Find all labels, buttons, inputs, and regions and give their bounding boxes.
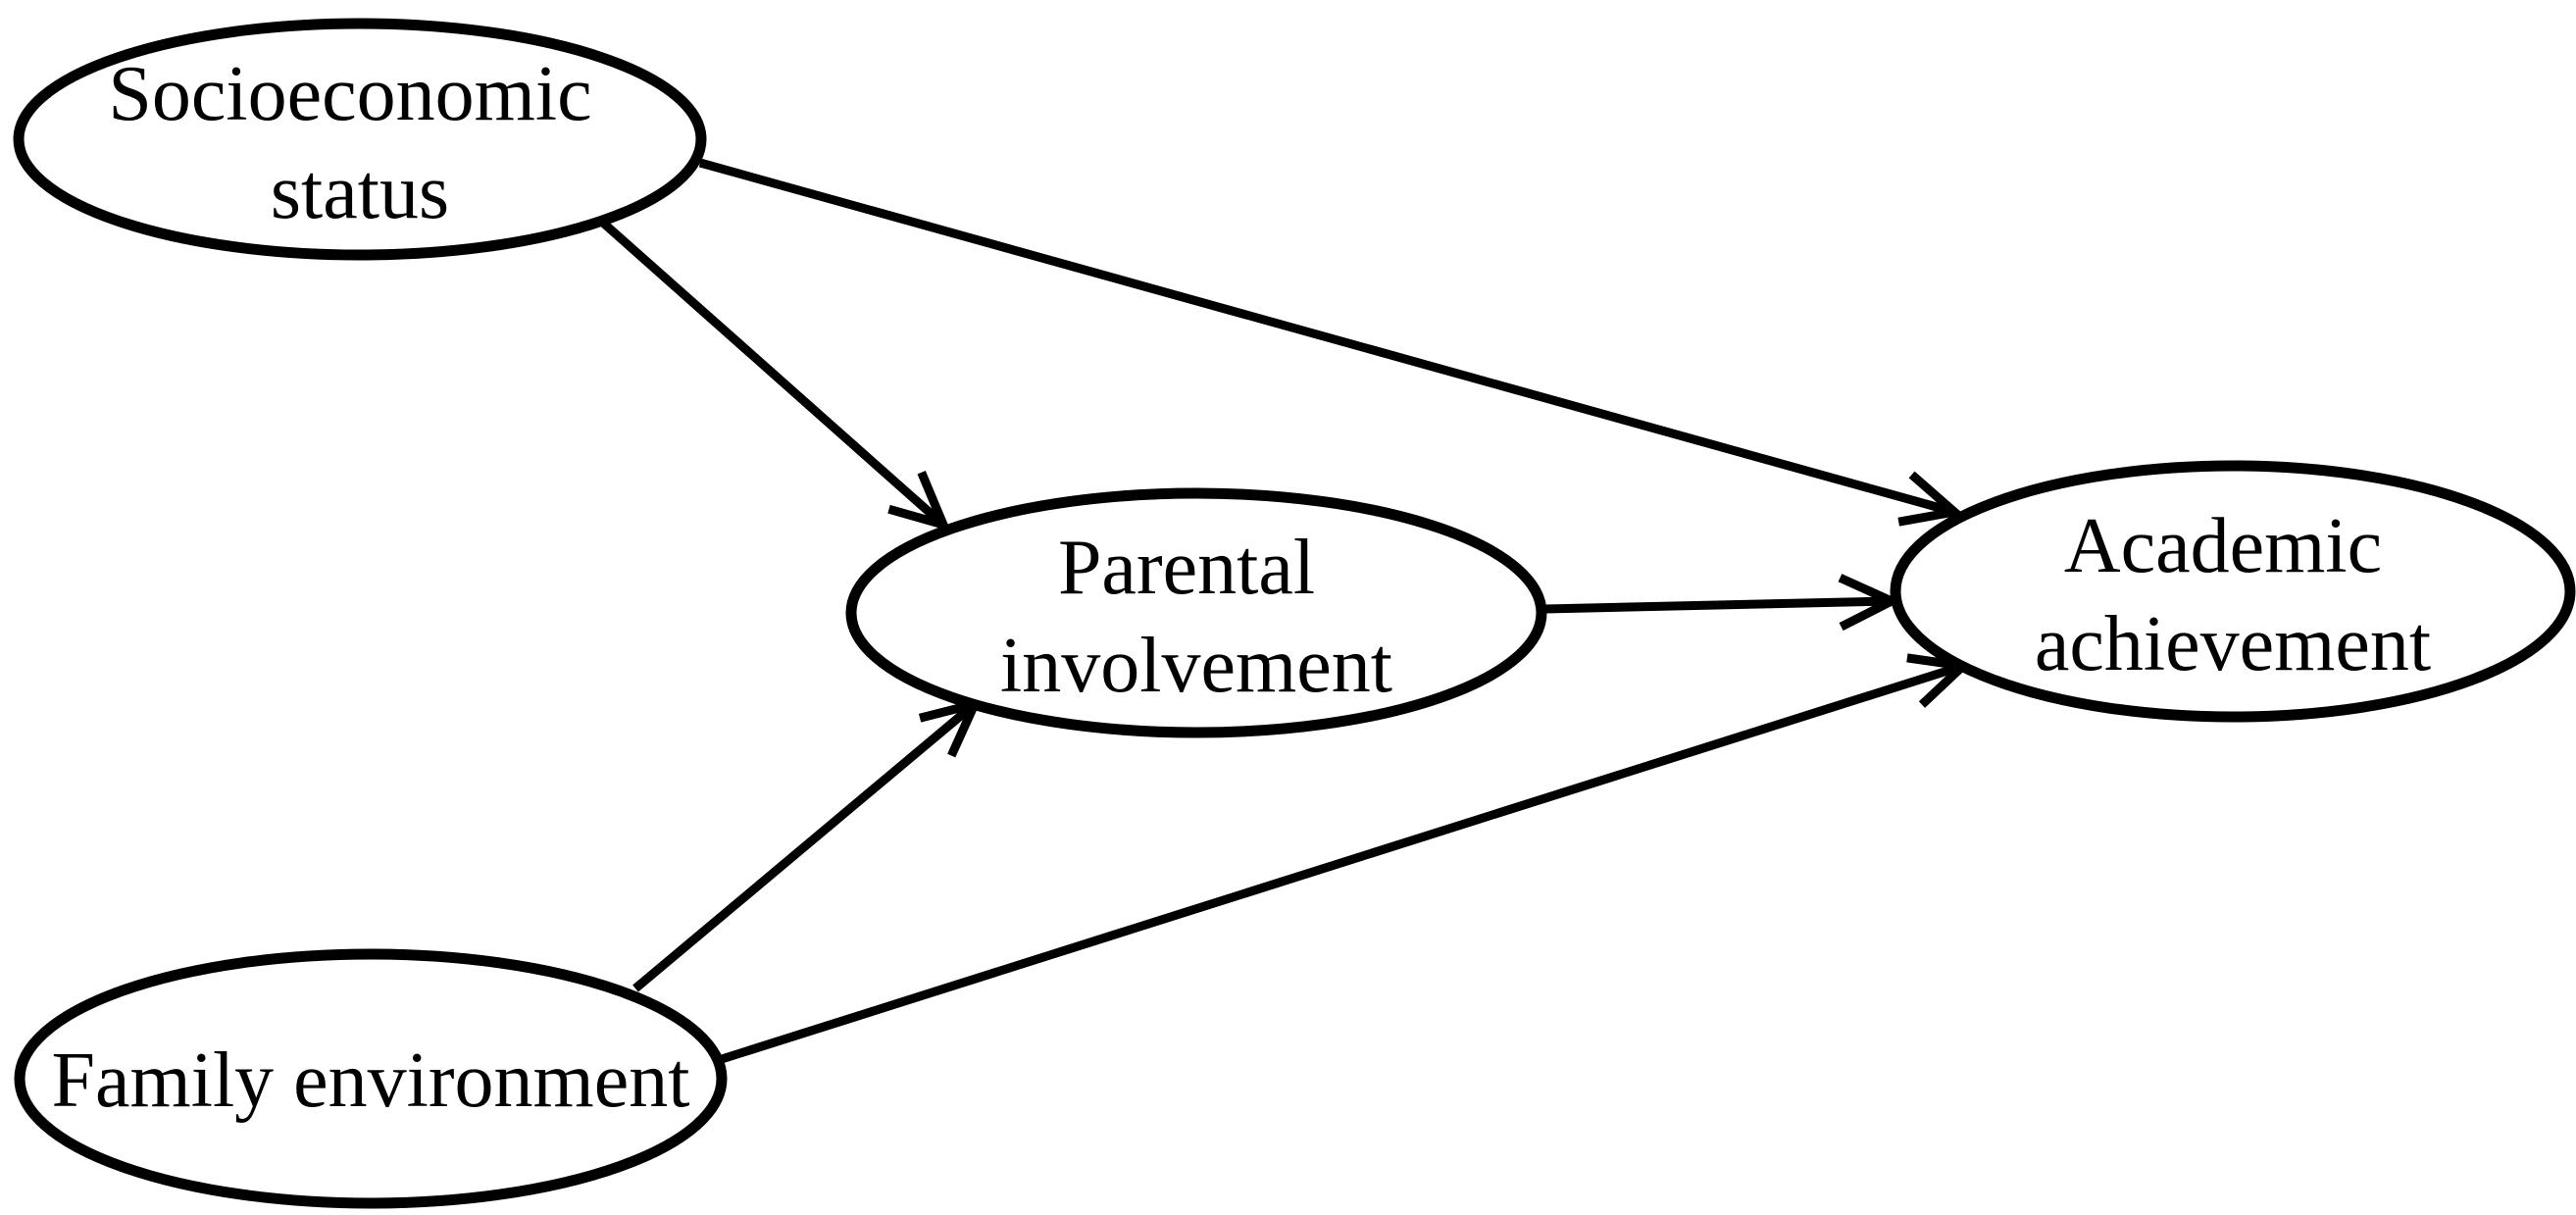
node-label-line: involvement xyxy=(1000,623,1392,709)
node-socioeconomic-status: Socioeconomic status xyxy=(13,18,707,261)
edge-family-to-parental xyxy=(632,704,975,992)
node-parental-involvement-label: Parental involvement xyxy=(1000,525,1392,709)
node-label-line: achievement xyxy=(2035,601,2431,687)
node-socioeconomic-status-ellipse xyxy=(13,18,707,261)
node-family-environment-ellipse xyxy=(14,948,728,1209)
node-academic-achievement-label: Academic achievement xyxy=(2035,503,2431,687)
node-academic-achievement: Academic achievement xyxy=(1890,460,2576,723)
node-label-line: Academic xyxy=(2064,503,2382,589)
node-family-environment-label: Family environment xyxy=(51,1038,689,1124)
node-family-environment: Family environment xyxy=(14,948,728,1209)
node-label-line: Family environment xyxy=(51,1038,689,1124)
node-parental-involvement-ellipse xyxy=(845,487,1547,738)
edge-socioeconomic-to-parental xyxy=(601,220,943,525)
node-socioeconomic-status-label: Socioeconomic status xyxy=(108,51,611,235)
edges-group xyxy=(601,158,1963,1064)
node-parental-involvement: Parental involvement xyxy=(845,487,1547,738)
edge-parental-to-academic xyxy=(1544,601,1892,609)
edge-socioeconomic-to-academic xyxy=(698,158,1954,512)
edge-family-to-academic xyxy=(720,666,1963,1064)
node-label-line: Socioeconomic xyxy=(108,51,591,137)
node-label-line: status xyxy=(271,149,449,235)
node-academic-achievement-ellipse xyxy=(1890,460,2576,723)
node-label-line: Parental xyxy=(1058,525,1315,611)
